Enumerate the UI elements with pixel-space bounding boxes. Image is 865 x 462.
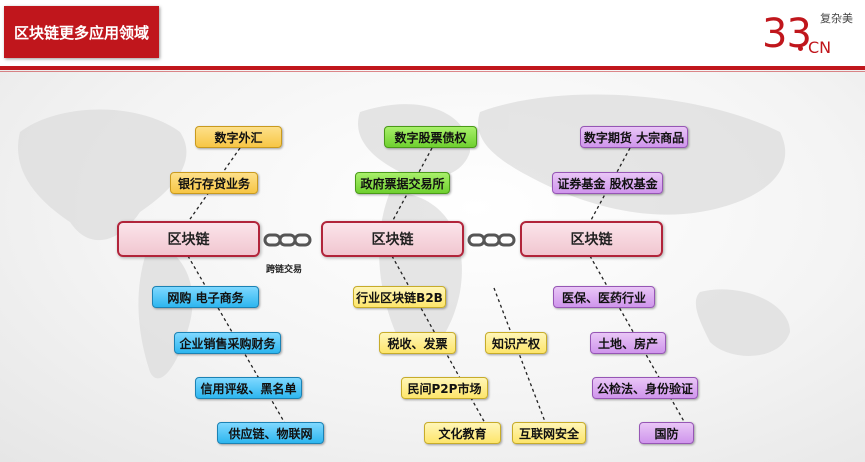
header-rule-thin — [0, 71, 865, 72]
logo-domain: CN — [808, 38, 832, 57]
node-industry-b2b: 行业区块链B2B — [353, 286, 446, 308]
node-legal-identity: 公检法、身份验证 — [592, 377, 698, 399]
chain-link-icon — [263, 233, 312, 247]
core-blockchain-1: 区块链 — [117, 221, 260, 257]
node-bank-deposit-loan: 银行存贷业务 — [170, 172, 258, 194]
chain-link-icon — [467, 233, 516, 247]
node-futures-commodities: 数字期货 大宗商品 — [580, 126, 688, 148]
node-culture-education: 文化教育 — [424, 422, 501, 444]
node-credit-rating: 信用评级、黑名单 — [195, 377, 302, 399]
node-gov-bill-exchange: 政府票据交易所 — [355, 172, 450, 194]
node-defense: 国防 — [639, 422, 694, 444]
node-supply-chain-iot: 供应链、物联网 — [217, 422, 324, 444]
node-land-property: 土地、房产 — [590, 332, 666, 354]
node-internet-security: 互联网安全 — [512, 422, 586, 444]
node-securities-funds: 证券基金 股权基金 — [552, 172, 663, 194]
node-tax-invoice: 税收、发票 — [379, 332, 456, 354]
core-blockchain-2: 区块链 — [321, 221, 464, 257]
page-title: 区块链更多应用领域 — [4, 6, 159, 58]
node-intellectual-property: 知识产权 — [485, 332, 547, 354]
logo-dot-icon — [798, 46, 803, 51]
node-digital-forex: 数字外汇 — [195, 126, 282, 148]
core-blockchain-3: 区块链 — [520, 221, 663, 257]
header: 区块链更多应用领域 33 复杂美 CN — [0, 0, 865, 72]
node-enterprise-finance: 企业销售采购财务 — [174, 332, 281, 354]
node-digital-stock-bond: 数字股票债权 — [384, 126, 477, 148]
logo-number: 33 — [762, 11, 812, 57]
cross-chain-label: 跨链交易 — [266, 265, 303, 275]
node-p2p-market: 民间P2P市场 — [401, 377, 488, 399]
node-healthcare: 医保、医药行业 — [553, 286, 655, 308]
node-ecommerce: 网购 电子商务 — [152, 286, 259, 308]
logo-subtitle: 复杂美 — [820, 12, 853, 25]
header-rule — [0, 66, 865, 70]
